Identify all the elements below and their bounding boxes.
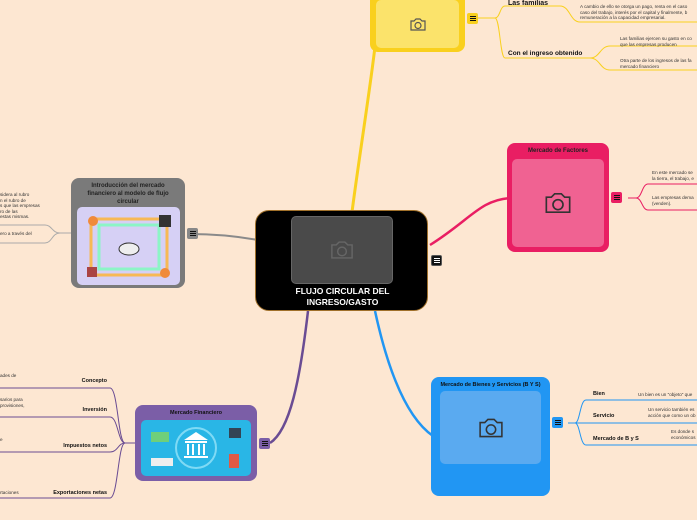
image-placeholder	[291, 216, 393, 284]
branch-label[interactable]: Con el ingreso obtenido	[508, 50, 583, 57]
central-title: FLUJO CIRCULAR DEL INGRESO/GASTO	[295, 286, 390, 307]
menu-icon[interactable]	[187, 228, 198, 239]
camera-icon	[331, 241, 353, 259]
topic-node-mercado-factores[interactable]: Mercado de Factores	[507, 143, 609, 252]
branch-text: Las empresas dema(venden).	[652, 195, 694, 206]
camera-icon	[545, 193, 571, 213]
branch-text: e	[0, 437, 3, 442]
menu-icon[interactable]	[611, 192, 622, 203]
topic-node-yellow[interactable]	[370, 0, 465, 52]
circular-flow-image	[77, 207, 180, 285]
menu-icon[interactable]	[431, 255, 442, 266]
topic-node-mercado-financiero[interactable]: Mercado Financiero	[135, 405, 257, 481]
branch-label[interactable]: Inversión	[82, 407, 107, 413]
branch-text: A cambio de ello se otorga un pago, rent…	[580, 4, 688, 21]
branch-text: Un bien es un "objeto" que	[638, 392, 693, 397]
image-placeholder	[512, 159, 604, 247]
branch-text: ades de	[0, 373, 17, 378]
image-placeholder	[376, 0, 459, 48]
node-title: Introducción del mercado financiero al m…	[87, 183, 169, 205]
menu-icon[interactable]	[467, 13, 478, 24]
camera-icon	[409, 17, 426, 31]
branch-label[interactable]: Concepto	[81, 378, 107, 384]
topic-node-bienes-servicios[interactable]: Mercado de Bienes y Servicios (B Y S)	[431, 377, 550, 496]
branch-label[interactable]: Las familias	[508, 0, 549, 7]
bank-image	[141, 420, 251, 476]
node-title: Mercado Financiero	[170, 410, 222, 416]
image-placeholder	[440, 391, 541, 464]
branch-label[interactable]: Impuestos netos	[63, 443, 107, 449]
branch-label[interactable]: Exportaciones netas	[53, 490, 107, 496]
central-topic[interactable]: FLUJO CIRCULAR DEL INGRESO/GASTO	[255, 210, 428, 311]
branch-text: ero a través del	[0, 231, 32, 236]
branch-label[interactable]: Mercado de B y S	[593, 436, 639, 442]
menu-icon[interactable]	[552, 417, 563, 428]
branch-label[interactable]: Servicio	[593, 413, 615, 419]
node-title: Mercado de Factores	[527, 148, 589, 154]
node-title: Mercado de Bienes y Servicios (B Y S)	[440, 382, 541, 388]
menu-icon[interactable]	[259, 438, 270, 449]
camera-icon	[478, 418, 503, 437]
topic-node-introduccion[interactable]: Introducción del mercado financiero al m…	[71, 178, 185, 288]
branch-label[interactable]: Bien	[593, 391, 605, 397]
branch-text: rtaciones	[0, 490, 19, 495]
